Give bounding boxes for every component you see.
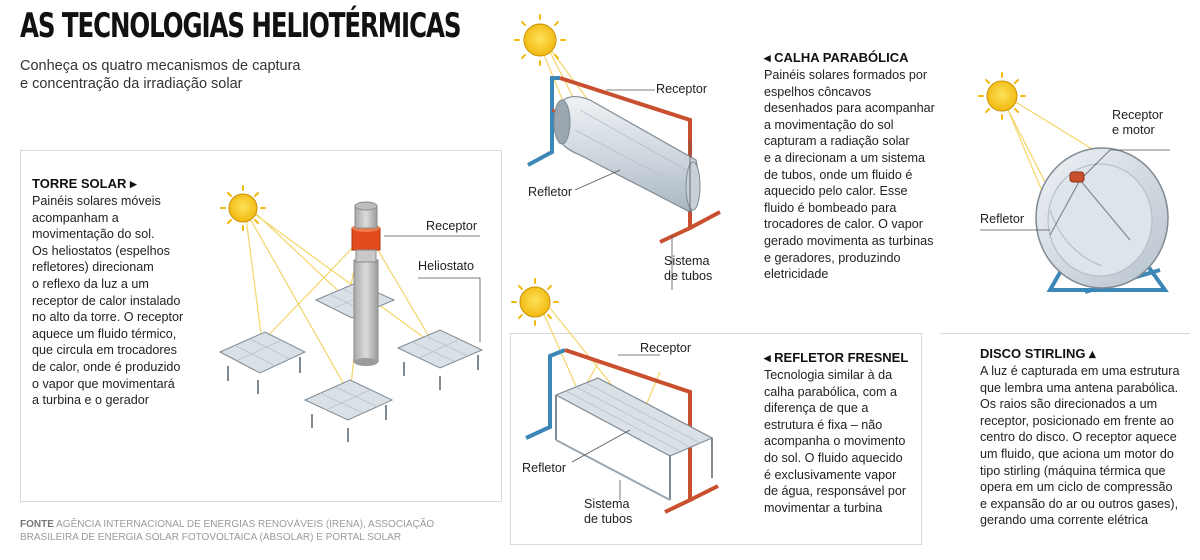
arrow-up-icon: ▴ <box>1089 346 1096 361</box>
disco-stirling-text: A luz é capturada em uma estrutura que l… <box>980 364 1180 528</box>
calha-label-receptor: Receptor <box>656 82 708 96</box>
torre-label-receptor: Receptor <box>426 219 478 233</box>
disco-label-refletor: Refletor <box>980 212 1025 226</box>
calha-label-tubos: Sistema de tubos <box>664 254 713 283</box>
sun-icon <box>978 72 1026 120</box>
disco-stirling-title: DISCO STIRLING ▴ <box>980 346 1096 361</box>
page-title: AS TECNOLOGIAS HELIOTÉRMICAS <box>20 6 461 46</box>
fresnel-label-tubos: Sistema de tubos <box>584 497 633 526</box>
refletor-fresnel-panel <box>510 333 922 545</box>
page-subtitle: Conheça os quatro mecanismos de captura … <box>20 58 301 92</box>
torre-solar-text: Painéis solares móveis acompanham a movi… <box>32 194 184 408</box>
torre-solar-illustration <box>218 185 484 442</box>
torre-solar-title: TORRE SOLAR ▸ <box>32 176 137 191</box>
heliostat-mirrors <box>218 282 484 442</box>
disco-stirling-illustration <box>978 72 1170 294</box>
calha-parabolica-text: Painéis solares formados por espelhos cô… <box>764 68 935 282</box>
calha-parabolica-title: ◂ CALHA PARABÓLICA <box>764 50 909 65</box>
fresnel-label-refletor: Refletor <box>522 461 567 475</box>
torre-label-heliostato: Heliostato <box>418 259 475 273</box>
fresnel-label-receptor: Receptor <box>640 341 692 355</box>
source-text: AGÊNCIA INTERNACIONAL DE ENERGIAS RENOVÁ… <box>20 519 435 543</box>
refletor-fresnel-text: Tecnologia similar à da calha parabólica… <box>764 368 907 515</box>
arrow-left-icon: ◂ <box>764 350 771 365</box>
refletor-fresnel-title: ◂ REFLETOR FRESNEL <box>764 350 909 365</box>
arrow-left-icon: ◂ <box>764 50 771 65</box>
source-note: FONTE AGÊNCIA INTERNACIONAL DE ENERGIAS … <box>20 518 434 544</box>
refletor-fresnel-illustration <box>511 278 719 514</box>
disco-label-receptor: Receptor e motor <box>1112 108 1164 137</box>
sun-icon <box>220 185 266 231</box>
calha-parabolica-illustration <box>514 14 721 290</box>
source-label: FONTE <box>20 519 54 530</box>
solar-tower <box>351 201 381 366</box>
arrow-right-icon: ▸ <box>130 176 137 191</box>
sun-icon <box>514 14 566 66</box>
calha-label-refletor: Refletor <box>528 185 573 199</box>
disco-panel-divider <box>940 333 1190 334</box>
sun-icon <box>511 278 559 326</box>
